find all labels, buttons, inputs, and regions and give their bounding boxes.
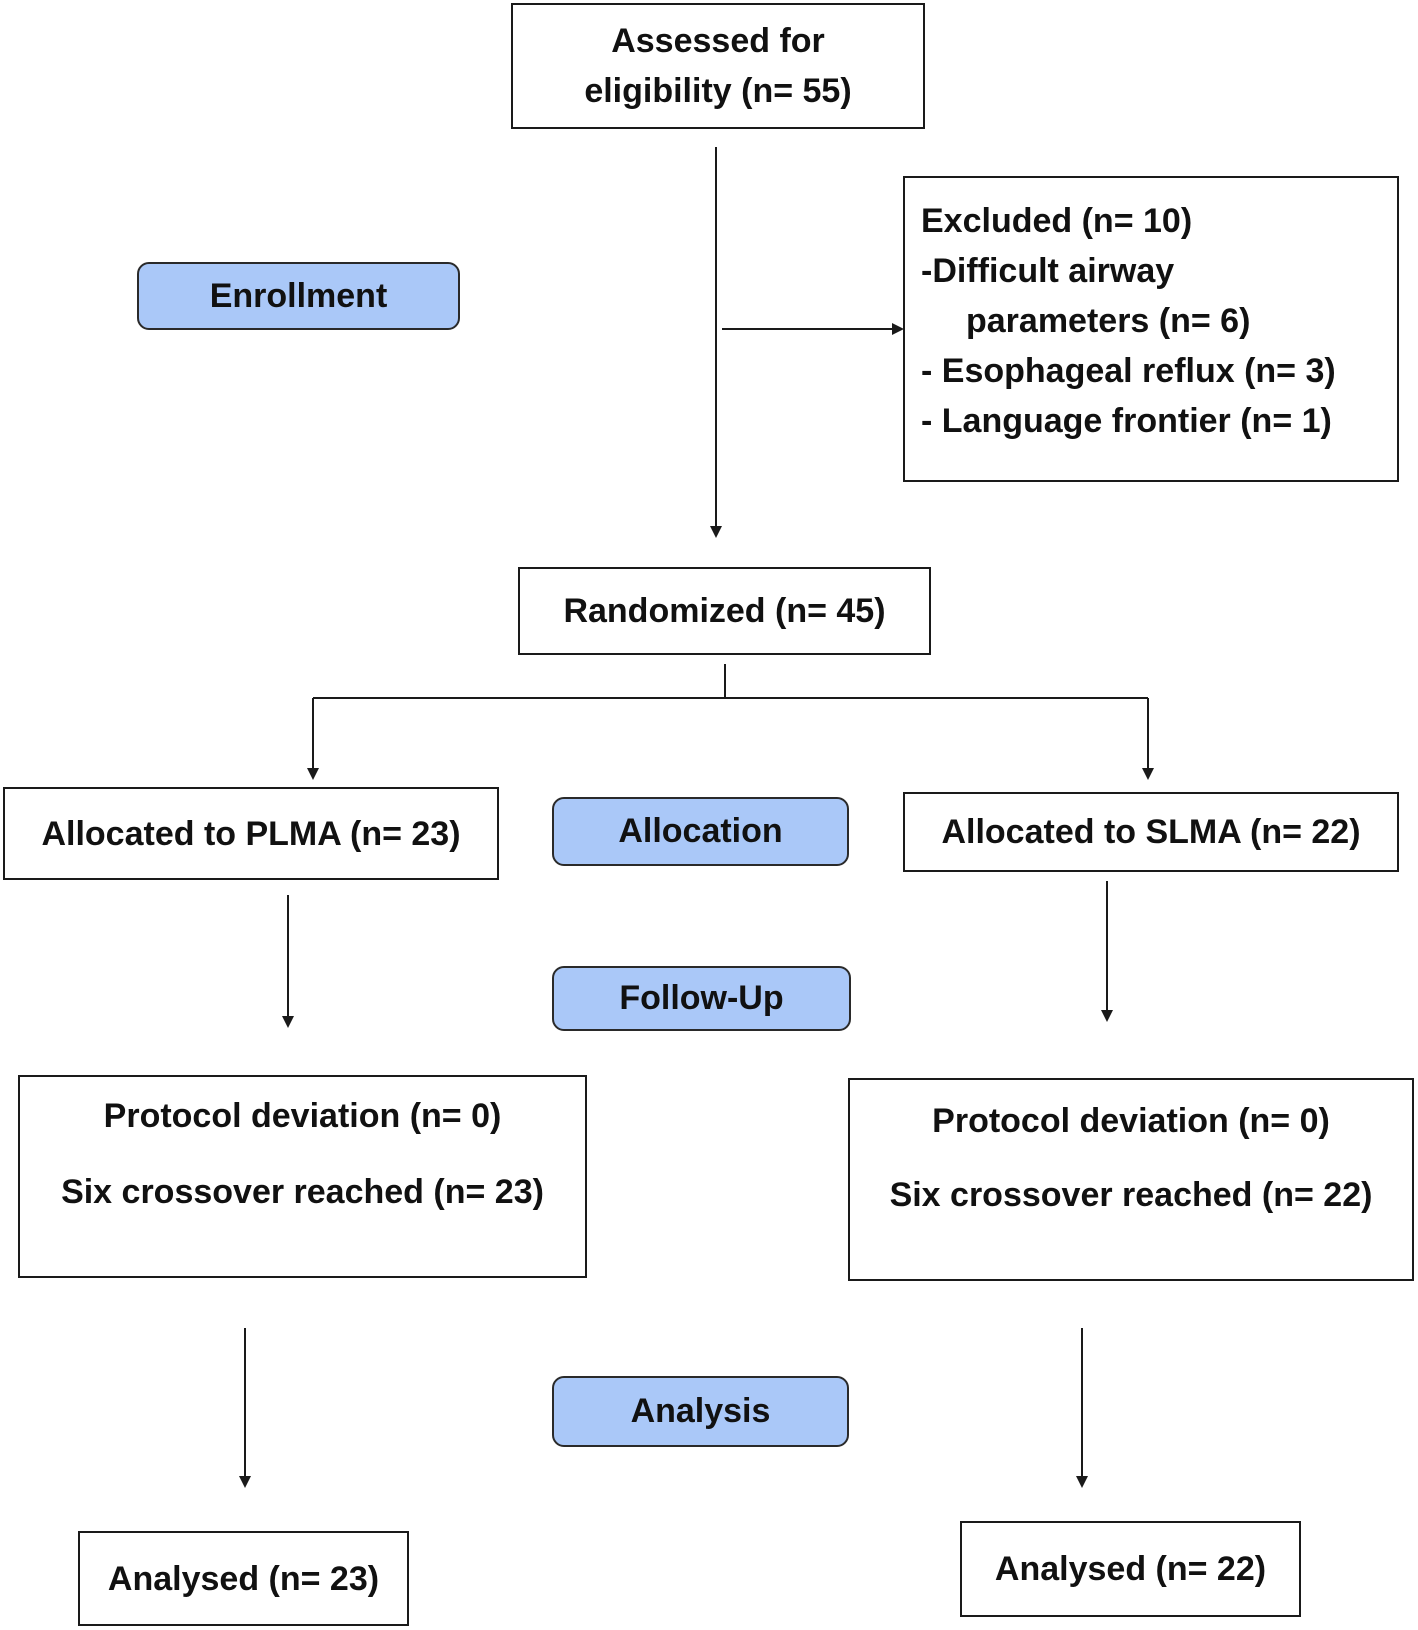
excluded-title: Excluded (n= 10) bbox=[921, 202, 1193, 240]
stage-allocation: Allocation bbox=[552, 797, 849, 866]
followup-slma-deviation: Protocol deviation (n= 0) bbox=[932, 1102, 1330, 1140]
stage-follow-up-label: Follow-Up bbox=[619, 979, 784, 1017]
allocated-plma-box: Allocated to PLMA (n= 23) bbox=[3, 787, 499, 880]
followup-plma-deviation: Protocol deviation (n= 0) bbox=[103, 1097, 502, 1135]
followup-plma-box: Protocol deviation (n= 0) Six crossover … bbox=[18, 1075, 587, 1278]
randomized-label: Randomized (n= 45) bbox=[563, 592, 886, 630]
excluded-item: - Esophageal reflux (n= 3) bbox=[921, 352, 1336, 390]
analysed-slma-box: Analysed (n= 22) bbox=[960, 1521, 1301, 1617]
stage-enrollment: Enrollment bbox=[137, 262, 460, 330]
excluded-item: parameters (n= 6) bbox=[966, 302, 1251, 340]
stage-enrollment-label: Enrollment bbox=[209, 276, 388, 315]
followup-plma-crossover: Six crossover reached (n= 23) bbox=[61, 1173, 544, 1211]
excluded-box: Excluded (n= 10) -Difficult airway param… bbox=[903, 176, 1399, 482]
assessed-line2: eligibility (n= 55) bbox=[584, 72, 852, 110]
stage-analysis: Analysis bbox=[552, 1376, 849, 1447]
analysed-plma-label: Analysed (n= 23) bbox=[107, 1559, 380, 1598]
assessed-line1: Assessed for bbox=[611, 22, 825, 60]
stage-allocation-label: Allocation bbox=[618, 812, 783, 850]
excluded-item: -Difficult airway bbox=[921, 252, 1175, 290]
analysed-slma-label: Analysed (n= 22) bbox=[994, 1550, 1267, 1588]
allocated-plma-label: Allocated to PLMA (n= 23) bbox=[41, 814, 461, 853]
allocated-slma-box: Allocated to SLMA (n= 22) bbox=[903, 792, 1399, 872]
followup-slma-box: Protocol deviation (n= 0) Six crossover … bbox=[848, 1078, 1414, 1281]
analysed-plma-box: Analysed (n= 23) bbox=[78, 1531, 409, 1626]
allocated-slma-label: Allocated to SLMA (n= 22) bbox=[941, 813, 1361, 851]
excluded-item: - Language frontier (n= 1) bbox=[921, 402, 1332, 440]
assessed-box: Assessed for eligibility (n= 55) bbox=[511, 3, 925, 129]
followup-slma-crossover: Six crossover reached (n= 22) bbox=[889, 1176, 1373, 1214]
randomized-box: Randomized (n= 45) bbox=[518, 567, 931, 655]
stage-analysis-label: Analysis bbox=[630, 1392, 771, 1430]
stage-follow-up: Follow-Up bbox=[552, 966, 851, 1031]
